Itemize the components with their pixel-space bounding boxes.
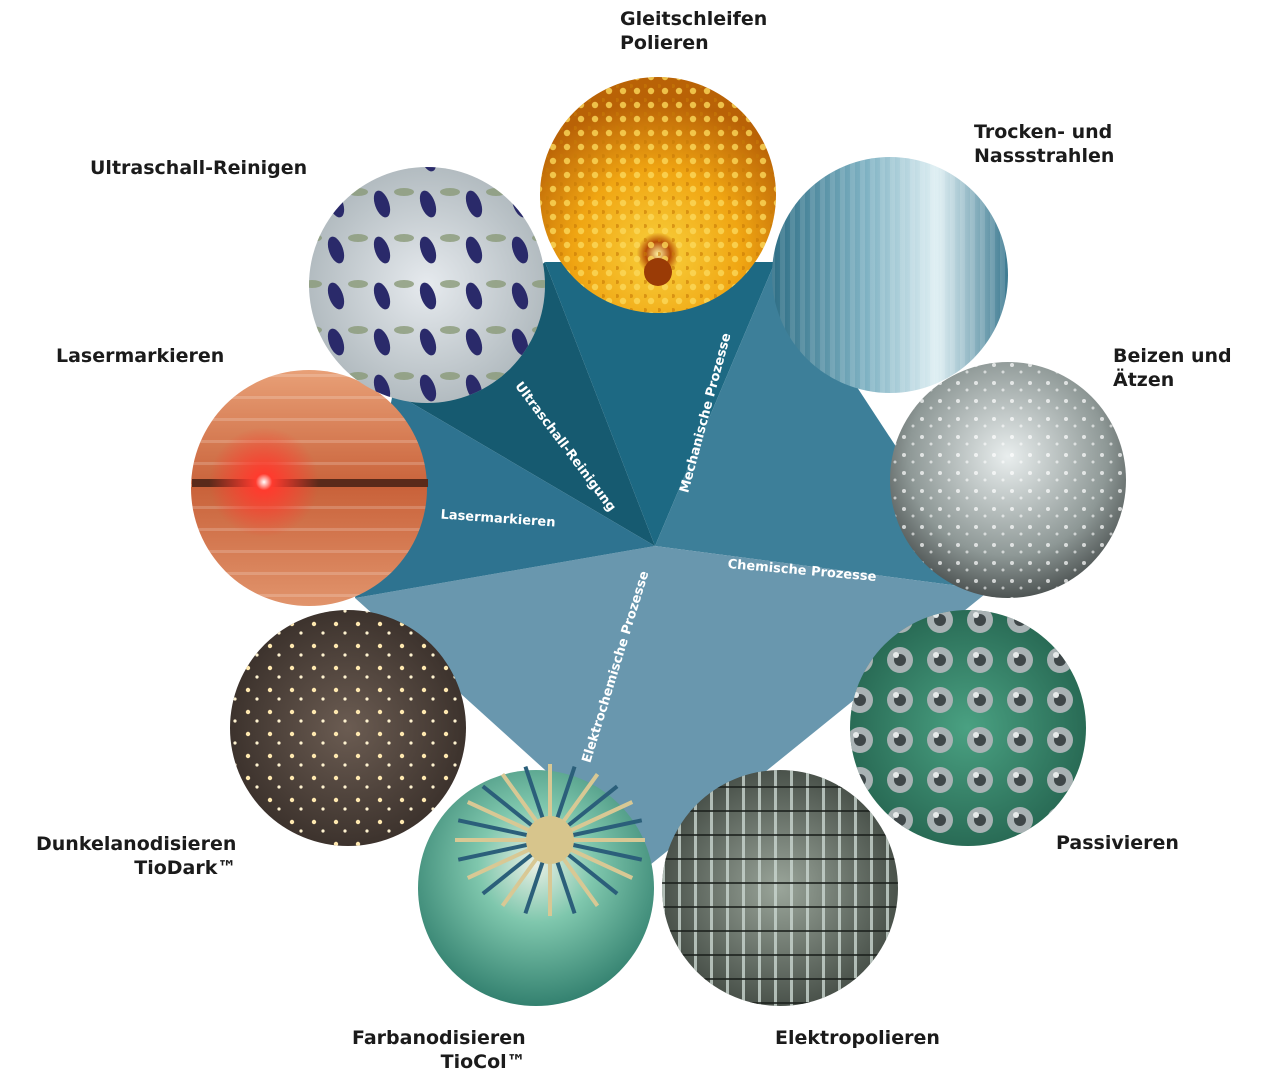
segment-0 (393, 262, 655, 546)
pickling-bubbles-photo (890, 362, 1126, 598)
vortex-center (644, 258, 672, 286)
label-ultraschall-reinigen: Ultraschall-Reinigen (90, 157, 308, 179)
dark-anodizing-glow-photo (230, 610, 466, 846)
label-lasermarkieren: Lasermarkieren (56, 345, 225, 367)
electropolishing-rack-photo (662, 770, 898, 1006)
laser-flare (209, 427, 319, 537)
passivated-parts-rack-photo (850, 610, 1086, 846)
process-photos (191, 77, 1126, 1006)
ultrasonic-cleaning-photo (309, 167, 545, 403)
label-elektropolieren: Elektropolieren (775, 1027, 940, 1049)
fixture-hub (526, 816, 574, 864)
segment-3 (355, 546, 990, 865)
label-passivieren: Passivieren (1056, 832, 1179, 854)
tumbling-media-photo (540, 77, 776, 313)
blasting-spray-photo (772, 157, 1008, 393)
segment-1 (545, 262, 775, 546)
segment-4 (355, 392, 655, 598)
